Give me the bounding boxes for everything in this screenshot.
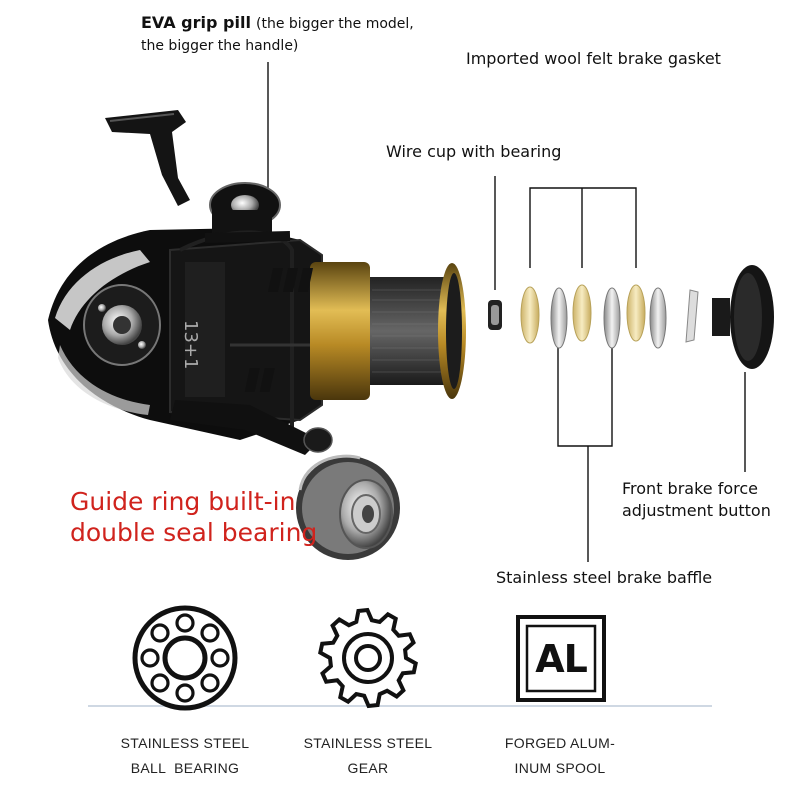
feature-spool-line1: FORGED ALUM- (504, 735, 616, 751)
brake-washers (520, 284, 667, 349)
eva-grip-note-1: (the bigger the model, (256, 16, 414, 32)
feature-gear-line2: GEAR (347, 760, 389, 776)
felt-gasket-label: Imported wool felt brake gasket (466, 49, 721, 68)
feature-ball-bearing-line1: STAINLESS STEEL (120, 735, 250, 751)
drag-knob (712, 265, 774, 369)
feature-spool-line2: INUM SPOOL (514, 760, 606, 776)
gear-icon (318, 607, 418, 709)
guide-ring-label-1: Guide ring built-in (70, 487, 296, 516)
bearing-closeup (296, 454, 400, 560)
wire-cup-label: Wire cup with bearing (386, 142, 562, 161)
feature-spool: FORGED ALUM- INUM SPOOL (470, 731, 650, 781)
front-brake-label-1: Front brake force (622, 479, 759, 498)
reel-body: 13+1 (48, 110, 466, 455)
ball-bearing-icon (132, 605, 238, 711)
feature-gear: STAINLESS STEEL GEAR (278, 731, 458, 781)
wire-cup-bearing (488, 300, 502, 330)
feature-gear-line1: STAINLESS STEEL (303, 735, 433, 751)
eva-grip-title: EVA grip pill (141, 13, 251, 32)
al-badge-icon (516, 615, 606, 702)
guide-ring-label-2: double seal bearing (70, 518, 318, 547)
al-badge-text: AL (535, 636, 588, 681)
eva-grip-label: EVA grip pill (the bigger the model, (141, 12, 414, 35)
svg-text:13+1: 13+1 (180, 320, 201, 369)
eva-grip-note-2: the bigger the handle) (141, 38, 299, 54)
feature-ball-bearing-line2: BALL BEARING (130, 760, 240, 776)
brake-baffle-label: Stainless steel brake baffle (496, 568, 713, 587)
front-brake-label-2: adjustment button (622, 501, 771, 520)
callout-lines (267, 62, 746, 562)
feature-ball-bearing: STAINLESS STEEL BALL BEARING (95, 731, 275, 781)
spring-clip (685, 289, 699, 343)
